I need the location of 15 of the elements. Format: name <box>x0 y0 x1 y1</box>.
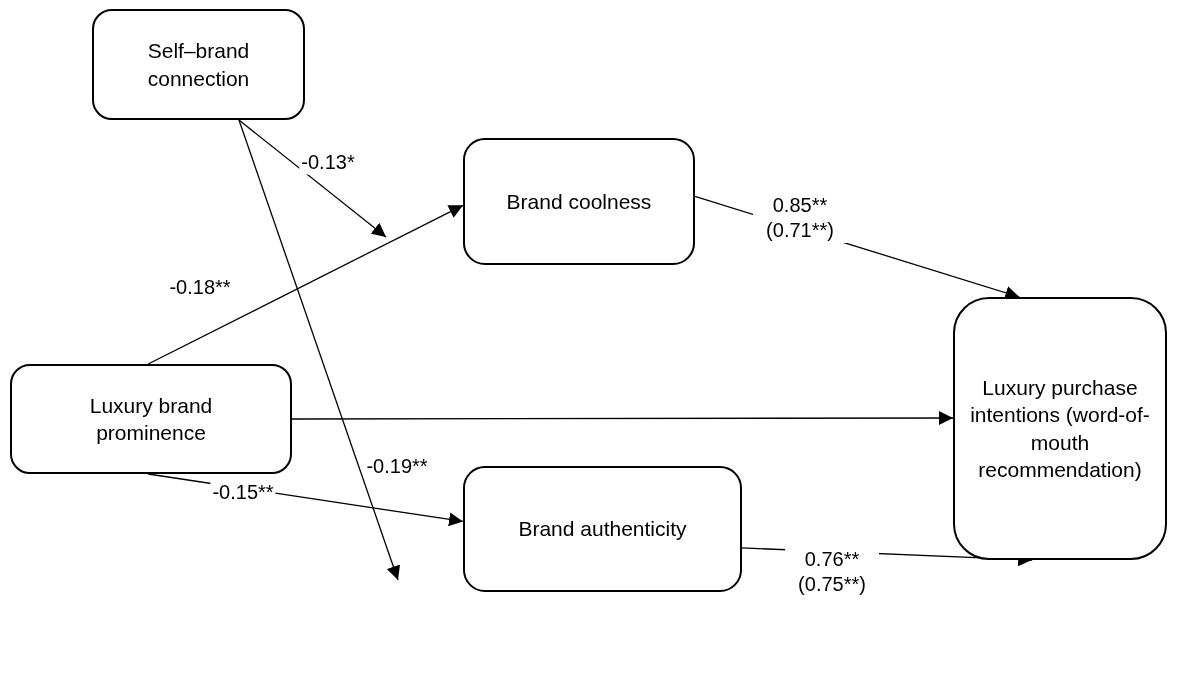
path-coefficient: 0.76** (0.75**) <box>785 547 879 597</box>
variable-name: Self–brand connection <box>146 38 251 92</box>
variable-box <box>463 466 742 592</box>
variable-name: Brand authenticity <box>518 516 687 543</box>
variable-box <box>953 297 1167 560</box>
variable-name: Luxury brand prominence <box>88 392 214 446</box>
arrow <box>147 204 464 365</box>
variable-name: Brand coolness <box>506 188 652 215</box>
variable-box <box>463 138 695 265</box>
arrow <box>291 411 954 425</box>
variable-box <box>10 364 292 474</box>
variable-box <box>92 9 305 120</box>
arrow <box>238 119 387 238</box>
arrow <box>238 119 401 581</box>
variable-name: Luxury purchase intentions (word-of-mouth recommendation) <box>969 374 1151 483</box>
